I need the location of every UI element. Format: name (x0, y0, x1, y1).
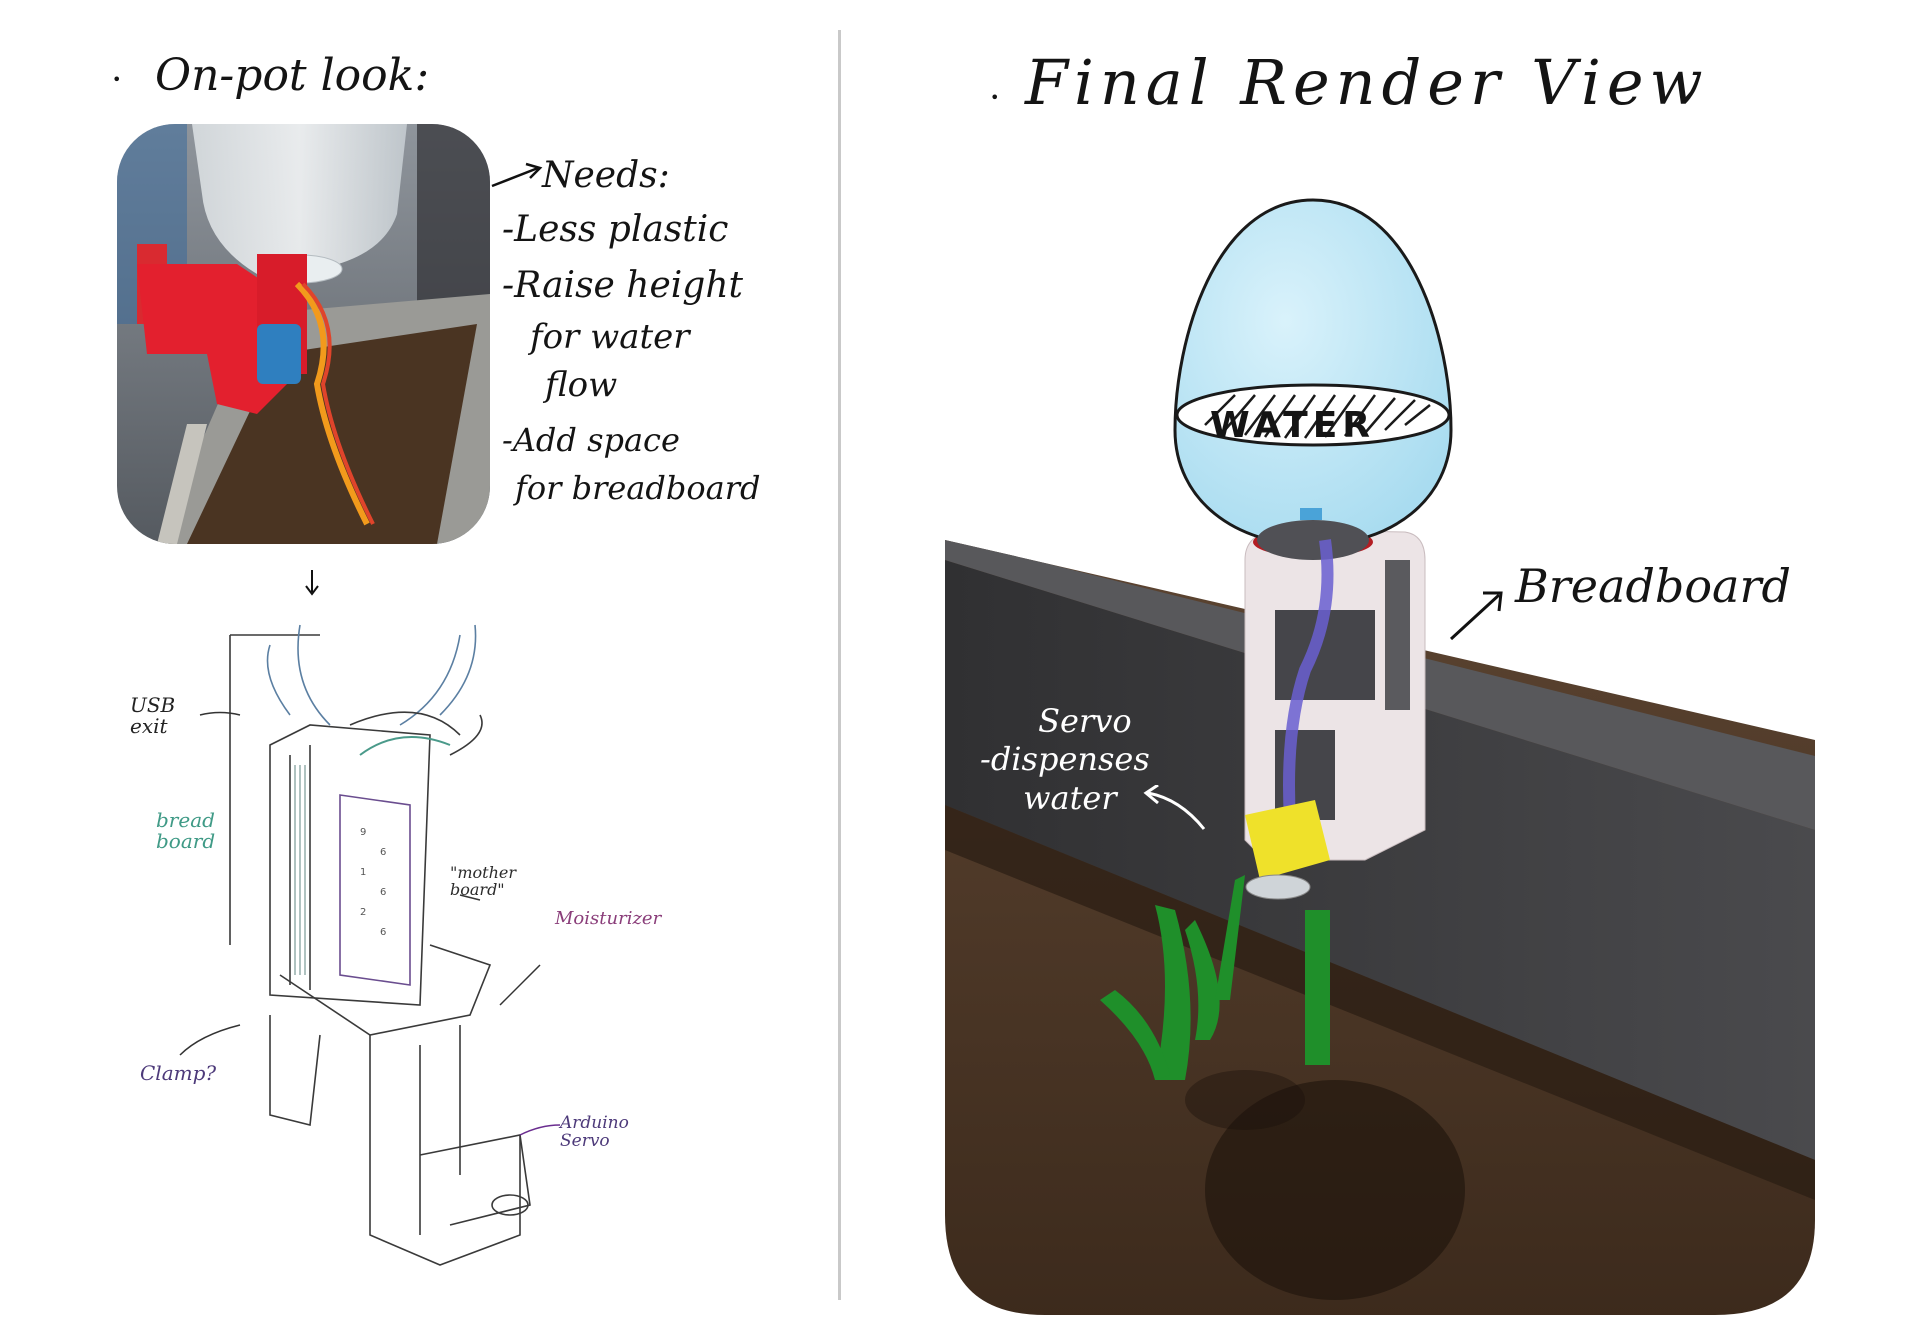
sketch-label-usb-2: exit (130, 714, 168, 738)
needs-item-1: -Less plastic (502, 209, 729, 250)
svg-text:6: 6 (380, 847, 386, 858)
svg-text:9: 9 (360, 827, 366, 838)
svg-text:6: 6 (380, 887, 386, 898)
render-label-servo-2: -dispenses (980, 740, 1150, 779)
sketch-label-motherboard-1: "mother (450, 863, 517, 882)
needs-item-6: for breadboard (515, 469, 761, 507)
sketch-label-usb-1: USB (130, 693, 176, 717)
left-title: On-pot look: (155, 50, 430, 101)
render-label-breadboard: Breadboard (1515, 559, 1791, 613)
sketch-label-breadboard-2: board (156, 829, 216, 853)
right-bullet: • (990, 88, 1000, 107)
render-label-servo: Servo -dispenses water (980, 702, 1150, 817)
page-divider (838, 30, 841, 1300)
sketch-label-arduino-1: Arduino (560, 1113, 629, 1133)
render-label-servo-1: Servo (1038, 702, 1132, 740)
sketch-label-moisturizer: Moisturizer (555, 908, 662, 929)
concept-sketch: 9 6 1 6 2 6 USB exit bread board "mother boa… (120, 615, 680, 1295)
svg-text:1: 1 (360, 867, 366, 878)
needs-arrow-icon (491, 162, 543, 188)
sketch-label-clamp: Clamp? (140, 1061, 217, 1085)
prototype-photo-drawing (117, 124, 490, 544)
needs-heading: Needs: (542, 155, 670, 196)
needs-item-2: -Raise height (502, 265, 743, 306)
breadboard-arrow-icon (1449, 591, 1503, 641)
render-label-servo-3: water (1023, 778, 1117, 817)
sketch-label-breadboard-1: bread (156, 808, 215, 832)
needs-item-5: -Add space (502, 421, 680, 459)
sketch-label-usb: USB exit (130, 695, 175, 737)
sketch-label-motherboard-2: board" (450, 879, 505, 899)
final-render (945, 140, 1815, 1315)
right-title: Final Render View (1025, 46, 1709, 119)
needs-item-4: flow (545, 365, 618, 405)
servo-arrow-icon (1143, 785, 1206, 830)
svg-text:6: 6 (380, 927, 386, 938)
sketch-label-arduino: Arduino Servo (560, 1113, 629, 1151)
prototype-photo (117, 124, 490, 544)
left-bullet: • (112, 70, 122, 89)
render-label-water: WATER (1210, 405, 1376, 446)
svg-text:2: 2 (360, 907, 366, 918)
needs-item-3: for water (530, 317, 690, 357)
down-arrow-icon (305, 570, 319, 596)
sketch-label-arduino-2: Servo (560, 1130, 610, 1151)
sketch-label-motherboard: "mother board" (450, 863, 517, 899)
sketch-label-breadboard: bread board (156, 810, 215, 852)
final-render-drawing (945, 198, 1815, 1315)
concept-sketch-drawing: 9 6 1 6 2 6 (179, 624, 561, 1266)
